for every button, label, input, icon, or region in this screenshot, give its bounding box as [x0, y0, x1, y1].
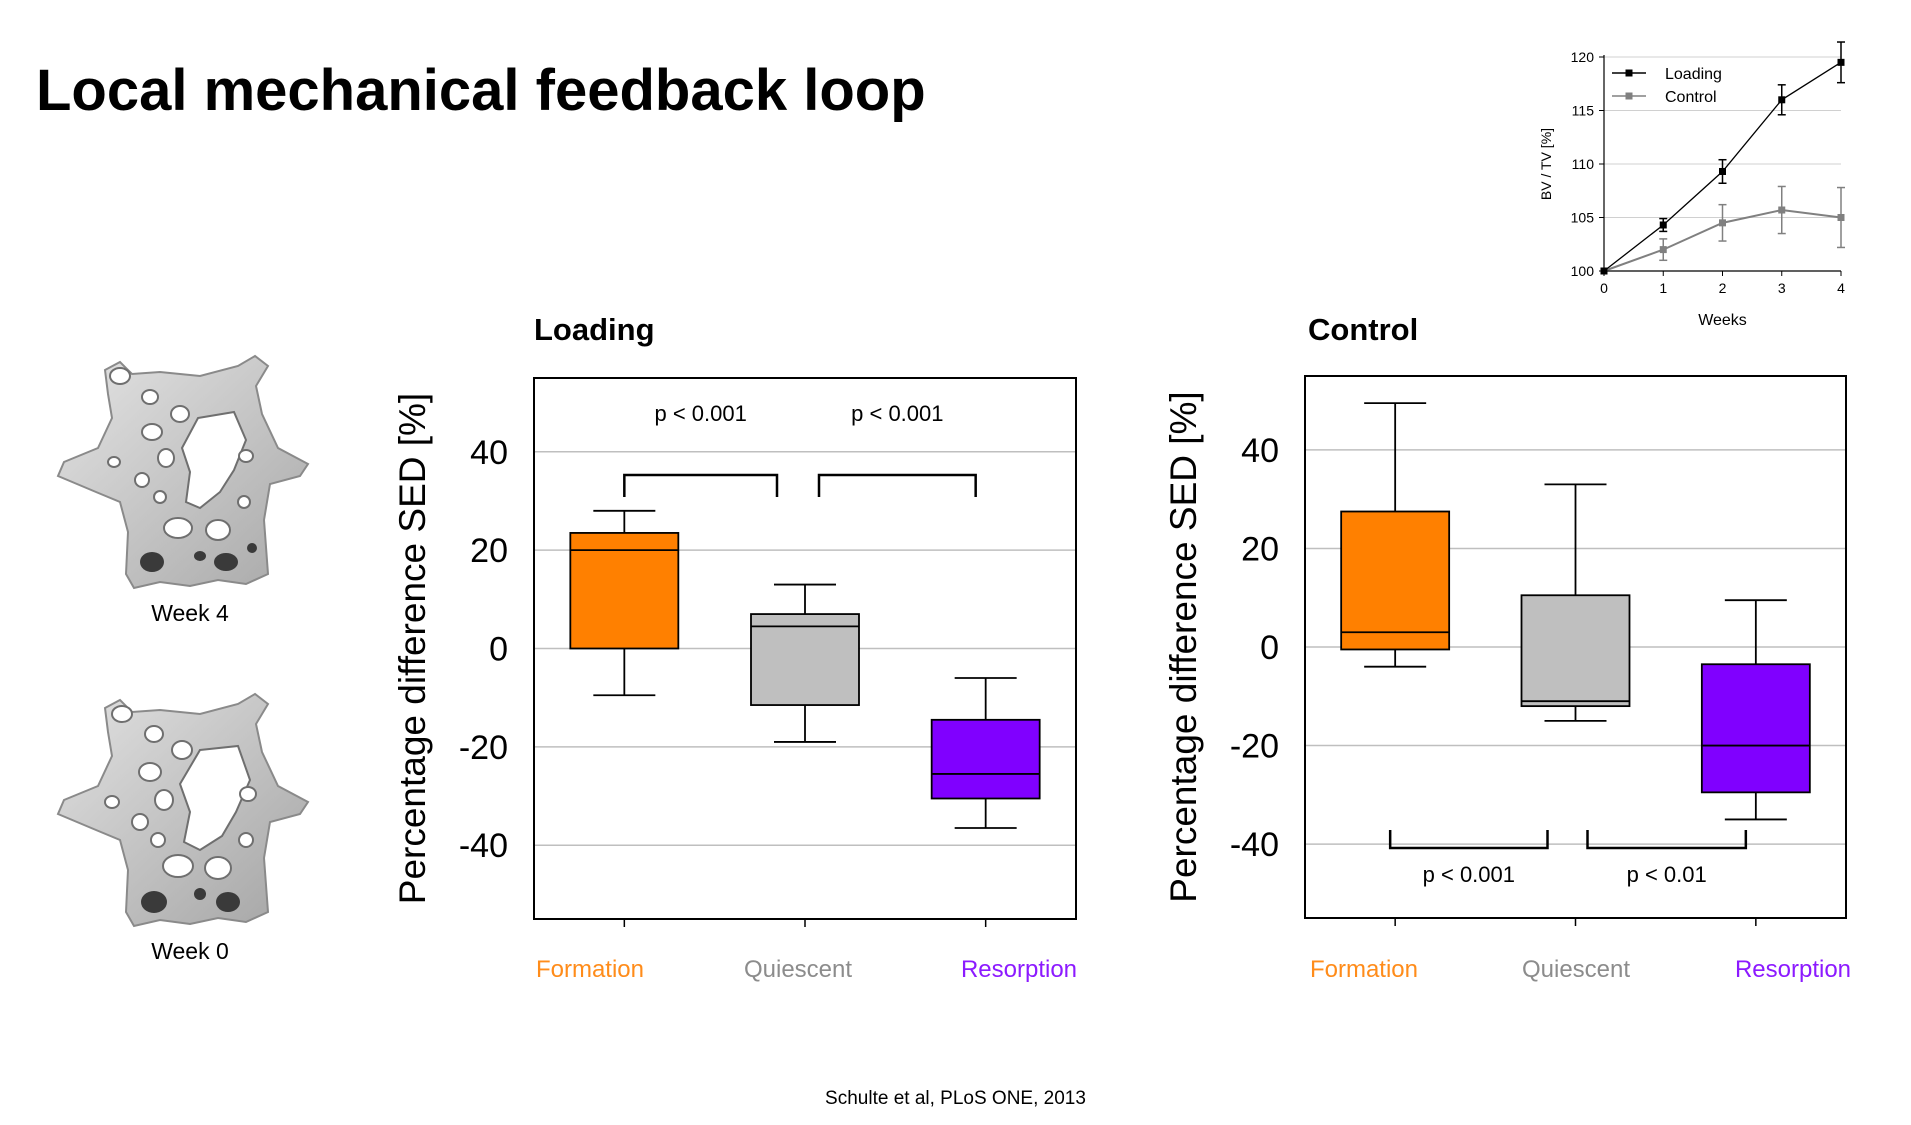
box-iqr: [1340, 510, 1451, 651]
p-value-label: p < 0.01: [1627, 862, 1707, 887]
y-tick-label: 40: [470, 434, 508, 472]
y-tick-label: 20: [470, 532, 508, 570]
control-boxplot: Control -40 -20 0 20 40 Percentage difference …: [1163, 312, 1851, 983]
box-iqr: [930, 718, 1041, 800]
y-tick-label: 110: [1572, 156, 1595, 172]
p-value-label: p < 0.001: [654, 401, 746, 426]
bone-specimen-image: [56, 354, 310, 590]
category-label: Formation: [1310, 956, 1418, 983]
legend-label: Control: [1665, 89, 1717, 106]
specimen-caption: Week 4: [151, 600, 229, 626]
y-axis-label: Percentage difference SED [%]: [392, 393, 433, 904]
data-point: [1659, 221, 1667, 229]
bracket-line: [623, 473, 779, 497]
x-tick-label: 4: [1837, 280, 1845, 296]
box-quiescent: [1520, 483, 1631, 722]
significance-bracket: p < 0.001: [1388, 830, 1549, 887]
data-point: [1719, 219, 1726, 227]
data-point: [1659, 246, 1667, 254]
p-value-label: p < 0.001: [851, 401, 943, 426]
box-iqr: [1520, 594, 1631, 708]
data-point: [1837, 214, 1845, 221]
category-label: Resorption: [961, 956, 1077, 983]
series-loading: [1600, 41, 1845, 275]
y-tick-label: -20: [459, 729, 508, 767]
data-point: [1719, 167, 1726, 175]
legend-label: Loading: [1665, 66, 1722, 83]
y-tick-label: -20: [1230, 728, 1279, 766]
category-label: Resorption: [1735, 956, 1851, 983]
specimen-week-4: Week 4: [50, 352, 330, 627]
chart-title: Loading: [534, 312, 655, 347]
legend-marker: [1625, 69, 1633, 77]
specimen-week-0: Week 0: [50, 690, 330, 965]
citation: Schulte et al, PLoS ONE, 2013: [825, 1088, 1086, 1109]
box-iqr: [750, 613, 860, 706]
legend-entry: Control: [1612, 89, 1717, 106]
box-formation: [1340, 402, 1451, 668]
box-quiescent: [750, 583, 860, 743]
significance-bracket: p < 0.001: [623, 401, 779, 497]
category-label: Quiescent: [744, 956, 852, 983]
chart-title: Control: [1308, 312, 1418, 347]
category-label: Quiescent: [1522, 956, 1630, 983]
significance-bracket: p < 0.001: [817, 401, 977, 497]
y-tick-label: 20: [1241, 530, 1279, 568]
x-axis-label: Weeks: [1698, 312, 1747, 329]
legend-marker: [1625, 92, 1633, 100]
category-label: Formation: [536, 956, 644, 983]
box-resorption: [1700, 599, 1811, 821]
legend-entry: Loading: [1612, 66, 1722, 83]
loading-boxplot: Loading -40 -20 0 20 40 Percentage difference …: [392, 312, 1077, 983]
y-tick-label: 105: [1571, 210, 1595, 226]
p-value-label: p < 0.001: [1423, 862, 1515, 887]
bracket-line: [1388, 830, 1549, 850]
bracket-line: [817, 473, 977, 497]
slide-title: Local mechanical feedback loop: [36, 58, 926, 123]
y-tick-label: 100: [1571, 263, 1595, 279]
y-tick-label: 115: [1572, 103, 1595, 119]
bone-specimen-image: [56, 692, 310, 928]
data-point: [1837, 58, 1845, 66]
significance-bracket: p < 0.01: [1586, 830, 1748, 887]
y-tick-label: 0: [1260, 629, 1279, 667]
y-tick-label: 40: [1241, 432, 1279, 470]
y-tick-label: -40: [1230, 826, 1279, 864]
y-axis-label: BV / TV [%]: [1538, 128, 1554, 200]
series-control: [1600, 185, 1845, 275]
specimen-caption: Week 0: [151, 938, 229, 964]
data-point: [1778, 96, 1786, 104]
box-iqr: [1700, 663, 1811, 794]
x-tick-label: 1: [1659, 280, 1667, 296]
bracket-line: [1586, 830, 1748, 850]
box-formation: [569, 509, 680, 697]
x-tick-label: 3: [1778, 280, 1786, 296]
y-axis-label: Percentage difference SED [%]: [1163, 391, 1204, 902]
box-iqr: [569, 532, 680, 650]
box-resorption: [930, 677, 1041, 829]
y-tick-label: -40: [459, 827, 508, 865]
data-point: [1778, 206, 1786, 214]
data-point: [1600, 267, 1608, 275]
y-tick-label: 120: [1571, 49, 1595, 65]
x-tick-label: 2: [1719, 280, 1727, 296]
x-tick-label: 0: [1600, 280, 1608, 296]
y-tick-label: 0: [489, 631, 508, 669]
